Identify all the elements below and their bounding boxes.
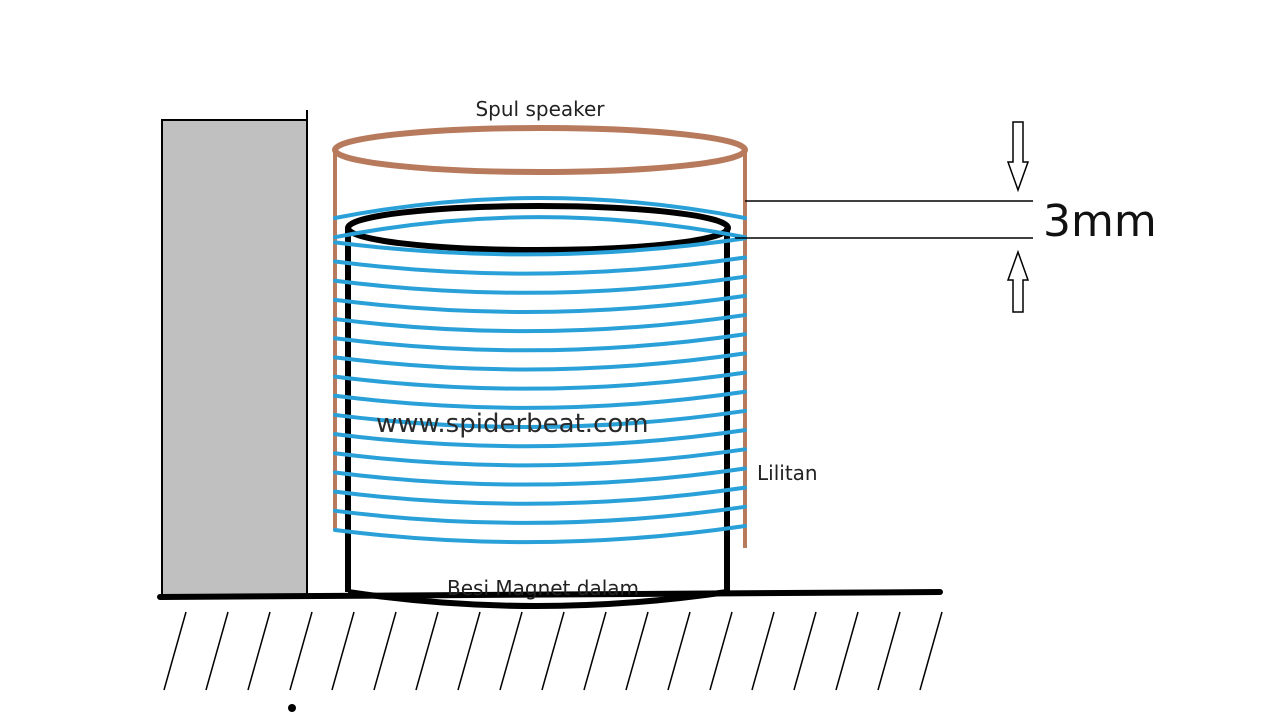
hatch-line bbox=[877, 611, 901, 691]
hatch-line bbox=[667, 611, 691, 691]
winding-turn bbox=[333, 389, 747, 410]
pole-plate bbox=[161, 119, 308, 596]
hatch-line bbox=[919, 611, 943, 691]
hatch-line bbox=[247, 611, 271, 691]
ground-dot bbox=[288, 704, 296, 712]
winding-turn bbox=[333, 332, 747, 353]
hatch-line bbox=[751, 611, 775, 691]
hatch-line bbox=[583, 611, 607, 691]
winding-turn bbox=[333, 313, 747, 334]
hatch-line bbox=[625, 611, 649, 691]
winding-turn bbox=[333, 408, 747, 430]
coil-former-top-ellipse bbox=[332, 125, 748, 175]
winding-turn bbox=[333, 370, 747, 391]
magnet-label: Besi Magnet dalam bbox=[447, 576, 639, 600]
gap-label: 3mm bbox=[1043, 196, 1157, 247]
hatch-line bbox=[331, 611, 355, 691]
ground-line bbox=[157, 589, 943, 600]
watermark-label: www.spiderbeat.com bbox=[376, 409, 649, 439]
hatch-line bbox=[541, 611, 565, 691]
winding-turn bbox=[333, 524, 747, 545]
winding-turn bbox=[333, 504, 747, 525]
winding-turn bbox=[333, 447, 747, 468]
magnet-bottom-edge bbox=[347, 589, 728, 609]
hatch-line bbox=[289, 611, 313, 691]
coil-former bbox=[332, 125, 748, 548]
gap-up-arrow-icon bbox=[1006, 249, 1030, 313]
winding-turn bbox=[333, 196, 747, 220]
winding-turn bbox=[333, 255, 747, 276]
winding bbox=[333, 196, 747, 545]
winding-turn bbox=[333, 274, 747, 295]
winding-turn bbox=[333, 215, 747, 240]
hatch-line bbox=[499, 611, 523, 691]
hatch-line bbox=[835, 611, 859, 691]
hatch-line bbox=[457, 611, 481, 691]
ground-hatching bbox=[163, 611, 943, 691]
magnet-top-ellipse bbox=[345, 203, 731, 253]
winding-turn bbox=[333, 428, 747, 449]
hatch-line bbox=[163, 611, 187, 691]
winding-turn bbox=[333, 351, 747, 372]
winding-turn bbox=[333, 485, 747, 506]
winding-turn bbox=[333, 466, 747, 487]
winding-turn bbox=[333, 293, 747, 314]
hatch-line bbox=[373, 611, 397, 691]
gap-down-arrow-icon bbox=[1006, 121, 1030, 193]
winding-turn bbox=[333, 236, 747, 257]
hatch-line bbox=[793, 611, 817, 691]
hatch-line bbox=[709, 611, 733, 691]
hatch-line bbox=[205, 611, 229, 691]
hatch-line bbox=[415, 611, 439, 691]
winding-label: Lilitan bbox=[757, 461, 818, 485]
coil-title-label: Spul speaker bbox=[475, 97, 605, 121]
